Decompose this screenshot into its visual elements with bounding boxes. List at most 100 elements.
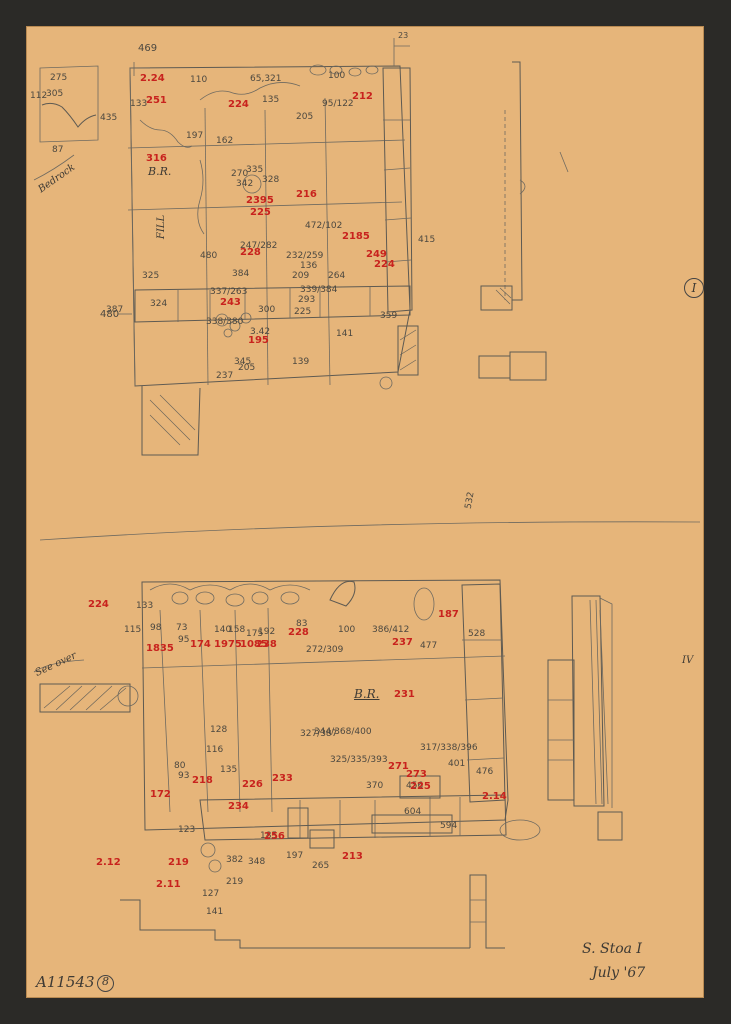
top-plan-elevation-measurement: 95/122: [322, 99, 354, 109]
bottom-plan-level-measurement: 172: [150, 789, 171, 800]
top-plan-elevation-measurement: 384: [232, 269, 250, 279]
bottom-plan-level-measurement: 187: [438, 609, 459, 620]
bottom-plan-level-measurement: 2.14: [482, 791, 507, 802]
top-plan-elevation-measurement: 328: [262, 175, 280, 185]
top-plan-elevation-measurement: 197: [186, 131, 204, 141]
catalog-code: A11543: [36, 973, 95, 991]
bottom-plan-elevation-measurement: 100: [338, 625, 356, 635]
bottom-plan-elevation-measurement: 317/338/396: [420, 743, 478, 753]
top-plan-elevation-measurement: 135: [262, 95, 280, 105]
top-plan-elevation-measurement: 472/102: [305, 221, 343, 231]
bottom-plan-elevation-measurement: 594: [440, 821, 458, 831]
bottom-right-c: 528: [468, 629, 486, 639]
bottom-plan-elevation-measurement: 116: [206, 745, 224, 755]
top-plan-elevation-measurement: 139: [292, 357, 310, 367]
bottom-plan-elevation-measurement: 93: [178, 771, 190, 781]
bottom-plan-elevation-measurement: 344/368/400: [314, 727, 372, 737]
caption-stoa: S. Stoa I: [582, 941, 642, 957]
bottom-plan-elevation-measurement: 604: [404, 807, 422, 817]
top-plan-elevation-measurement: 275: [50, 73, 68, 83]
top-plan-elevation-measurement: 141: [336, 329, 354, 339]
bottom-plan-level-measurement: 1975: [214, 639, 242, 650]
bottom-plan-level-measurement: 256: [264, 831, 285, 842]
bottom-plan-level-measurement: 226: [242, 779, 263, 790]
bottom-plan-elevation-measurement: 128: [210, 725, 228, 735]
top-bedrock-label: B.R.: [148, 165, 172, 178]
top-plan-level-measurement: 251: [146, 95, 167, 106]
top-plan-outline: [129, 65, 411, 387]
top-plan-elevation-measurement: 136: [300, 261, 318, 271]
top-plan-elevation-measurement: 415: [418, 235, 436, 245]
top-plan-level-measurement: 316: [146, 153, 167, 164]
top-plan-level-measurement: 2395: [246, 195, 274, 206]
top-edge-label: 480: [100, 309, 120, 320]
top-plan-level-measurement: 225: [250, 207, 271, 218]
top-plan-elevation-measurement: 338/380: [206, 317, 244, 327]
bottom-plan-level-measurement: 213: [342, 851, 363, 862]
bottom-plan-elevation-measurement: 219: [226, 877, 244, 887]
top-plan-level-measurement: 216: [296, 189, 317, 200]
bottom-plan-elevation-measurement: 175: [246, 629, 264, 639]
bottom-plan-elevation-measurement: 141: [206, 907, 224, 917]
bottom-plan-elevation-measurement: 140: [214, 625, 232, 635]
top-plan-elevation-measurement: 232/259: [286, 251, 324, 261]
top-plan-elevation-measurement: 345: [234, 357, 252, 367]
top-plan-elevation-measurement: 305: [46, 89, 64, 99]
top-plan-level-measurement: 243: [220, 297, 241, 308]
bottom-plan-level-measurement: 228: [288, 627, 309, 638]
bottom-plan-elevation-measurement: 115: [124, 625, 142, 635]
bottom-plan-elevation-measurement: 382: [226, 855, 244, 865]
bottom-plan-elevation-measurement: 197: [286, 851, 304, 861]
bottom-plan-elevation-measurement: 401: [448, 759, 466, 769]
bottom-plan-elevation-measurement: 95: [178, 635, 190, 645]
top-plan-elevation-measurement: 387: [106, 305, 124, 315]
bottom-bedrock-label: B.R.: [354, 687, 380, 701]
bottom-right-a: 386/412: [372, 625, 410, 635]
top-plan-elevation-measurement: 110: [190, 75, 208, 85]
bottom-plan-outline: [141, 579, 509, 831]
bottom-plan-level-measurement: 2.12: [96, 857, 121, 868]
bottom-plan-elevation-measurement: 370: [366, 781, 384, 791]
top-plan-elevation-measurement: 225: [294, 307, 312, 317]
top-plan-elevation-measurement: 480: [200, 251, 218, 261]
bottom-plan-elevation-measurement: 192: [258, 627, 276, 637]
top-plan-elevation-measurement: 264: [328, 271, 346, 281]
bottom-plan-level-measurement: 174: [190, 639, 211, 650]
top-plan-elevation-measurement: 342: [236, 179, 254, 189]
panel-marker-top: I: [684, 278, 704, 298]
bottom-plan-level-measurement: 219: [168, 857, 189, 868]
top-plan-elevation-measurement: 87: [52, 145, 64, 155]
top-plan-level-measurement: 2.24: [140, 73, 165, 84]
top-plan-elevation-measurement: 205: [296, 112, 314, 122]
catalog-number: 8: [97, 975, 114, 992]
bottom-plan-elevation-measurement: 80: [174, 761, 186, 771]
top-plan-elevation-measurement: 300: [258, 305, 276, 315]
top-plan-elevation-measurement: 337/263: [210, 287, 248, 297]
top-plan-elevation-measurement: 205: [238, 363, 256, 373]
bottom-plan-elevation-measurement: 456: [406, 781, 424, 791]
top-plan-elevation-measurement: 209: [292, 271, 310, 281]
top-plan-elevation-measurement: 133: [130, 99, 148, 109]
top-plan-elevation-measurement: 100: [328, 71, 346, 81]
top-plan-elevation-measurement: 325: [142, 271, 160, 281]
bottom-plan-level-measurement: 225: [410, 781, 431, 792]
bottom-plan-level-measurement: 231: [394, 689, 415, 700]
top-plan-level-measurement: 249: [366, 249, 387, 260]
top-plan-level-measurement: 195: [248, 335, 269, 346]
top-plan-elevation-measurement: 324: [150, 299, 168, 309]
bottom-top-row: 272/309: [306, 645, 344, 655]
top-scale-a: 469: [138, 43, 158, 54]
bottom-plan-level-measurement: 1085: [240, 639, 268, 650]
caption-date: July '67: [592, 965, 646, 981]
bottom-plan-elevation-measurement: 135: [220, 765, 238, 775]
top-plan-level-measurement: 2185: [342, 231, 370, 242]
top-plan-elevation-measurement: 359: [380, 311, 398, 321]
bottom-plan-elevation-measurement: 476: [476, 767, 494, 777]
panel-marker-bottom: IV: [682, 655, 694, 666]
top-plan-elevation-measurement: 247/282: [240, 241, 278, 251]
top-plan-level-measurement: 212: [352, 91, 373, 102]
bottom-plan-elevation-measurement: 348: [248, 857, 266, 867]
bottom-plan-level-measurement: 224: [88, 599, 109, 610]
bottom-plan-elevation-measurement: 325/335/393: [330, 755, 388, 765]
